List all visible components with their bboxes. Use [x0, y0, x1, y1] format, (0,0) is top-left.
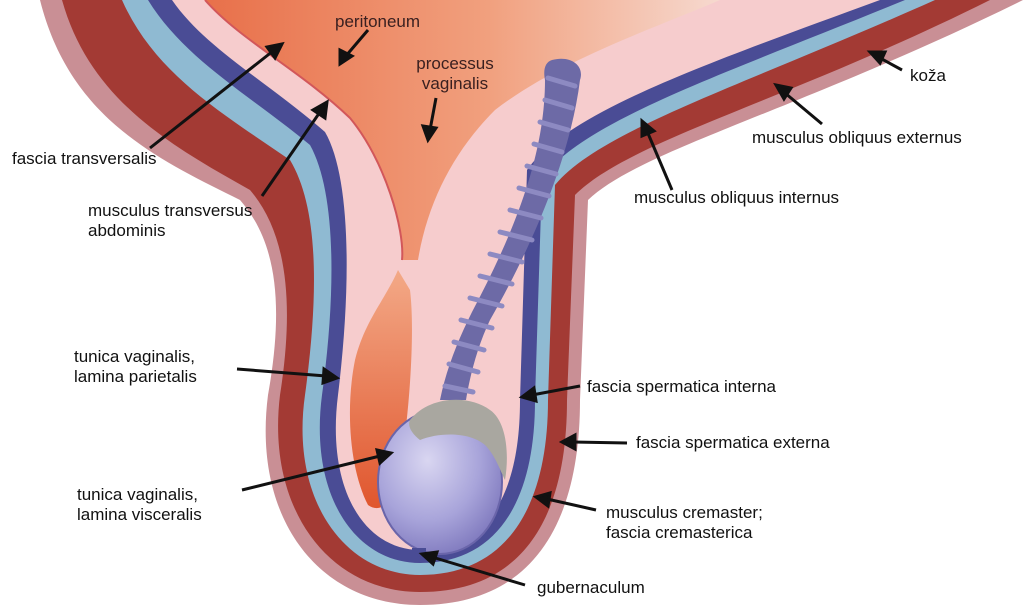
arrow-fascia-sp-externa — [573, 442, 627, 443]
label-processus-vaginalis: processus vaginalis — [400, 54, 510, 94]
label-fascia-transversalis: fascia transversalis — [12, 149, 157, 169]
label-gubernaculum: gubernaculum — [537, 578, 645, 598]
label-koza: koža — [910, 66, 946, 86]
label-peritoneum: peritoneum — [335, 12, 420, 32]
label-obliquus-internus: musculus obliquus internus — [634, 188, 839, 208]
label-fascia-spermatica-externa: fascia spermatica externa — [636, 433, 830, 453]
label-obliquus-externus: musculus obliquus externus — [752, 128, 962, 148]
label-tv-parietalis: tunica vaginalis, lamina parietalis — [74, 347, 197, 387]
label-tv-visceralis: tunica vaginalis, lamina visceralis — [77, 485, 202, 525]
arrow-externus — [785, 93, 822, 124]
label-cremaster: musculus cremaster; fascia cremasterica — [606, 503, 763, 543]
label-fascia-spermatica-interna: fascia spermatica interna — [587, 377, 776, 397]
label-transversus-abdominis: musculus transversus abdominis — [88, 201, 252, 241]
